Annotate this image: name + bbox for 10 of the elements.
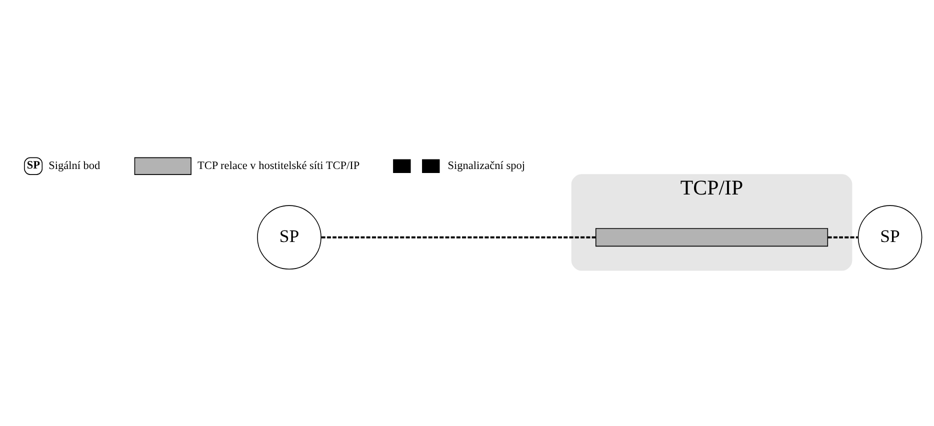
cluster: TCP/IP: [570, 174, 852, 271]
label: SP: [26, 159, 40, 172]
connector: [827, 236, 858, 238]
legend-label: Signalizační spoj: [447, 160, 524, 172]
node-circle: SP: [857, 205, 922, 270]
legend-label: Sigální bod: [48, 160, 100, 172]
connector: [320, 236, 596, 238]
node-bar: [594, 228, 828, 247]
legend-label: TCP relace v hostitelské síti TCP/IP: [196, 160, 360, 172]
node-circle: SP: [256, 205, 321, 270]
